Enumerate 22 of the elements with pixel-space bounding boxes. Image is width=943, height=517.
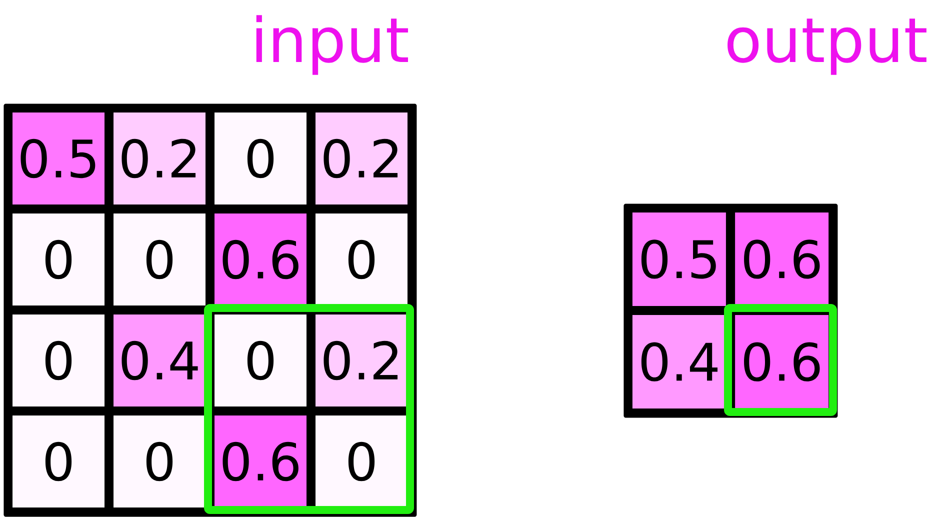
grid-cell: 0 (316, 214, 408, 306)
grid-cell: 0.2 (316, 314, 408, 406)
grid-cell: 0.5 (12, 112, 104, 204)
grid-cell: 0 (12, 314, 104, 406)
grid-cell: 0 (316, 416, 408, 508)
grid-cell: 0.2 (114, 112, 206, 204)
grid-cell: 0.6 (214, 214, 306, 306)
grid-cell: 0 (214, 314, 306, 406)
grid-cell: 0.4 (114, 314, 206, 406)
grid-cell: 0.6 (735, 212, 829, 306)
grid-cell: 0 (214, 112, 306, 204)
grid-cell: 0.6 (214, 416, 306, 508)
grid-cell: 0.2 (316, 112, 408, 204)
grid-cell: 0 (114, 214, 206, 306)
grid-cell: 0.5 (632, 212, 726, 306)
grid-cell: 0.6 (735, 315, 829, 409)
grid-cell: 0 (114, 416, 206, 508)
grid-cell: 0 (12, 214, 104, 306)
grid-title: input (256, 15, 408, 75)
grid-cell: 0.4 (632, 315, 726, 409)
grid-title: output (728, 18, 926, 75)
grid-cell: 0 (12, 416, 104, 508)
